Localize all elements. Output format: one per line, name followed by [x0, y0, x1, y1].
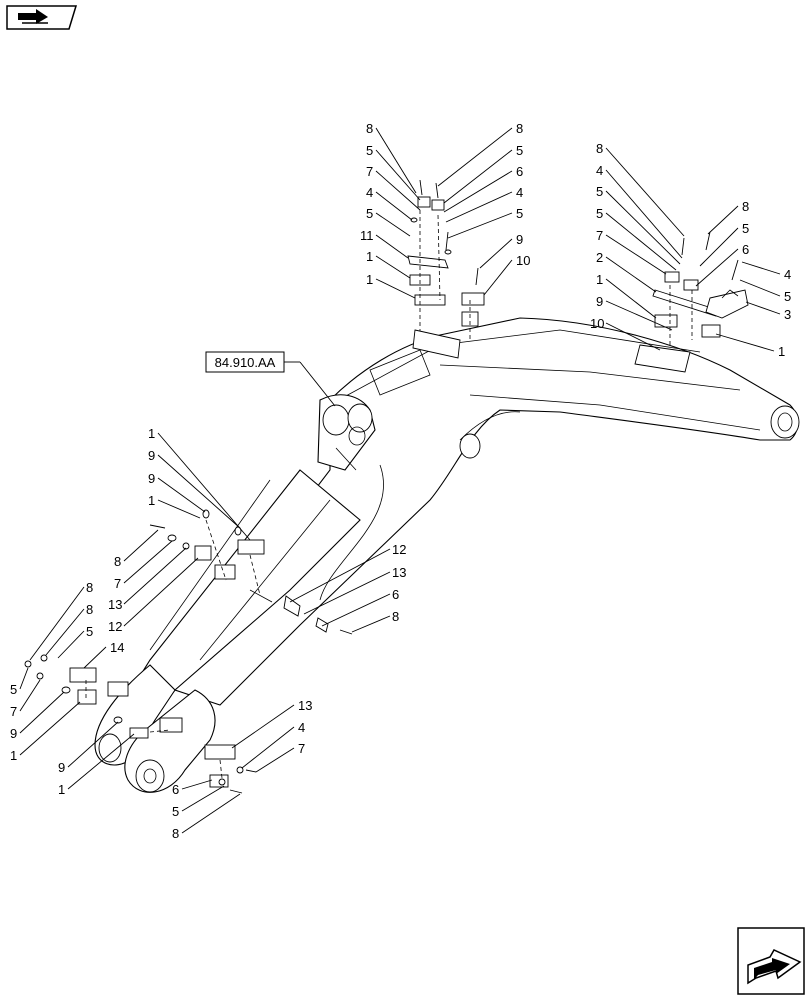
callout-label: 5: [366, 143, 373, 158]
callout-label: 13: [298, 698, 312, 713]
callout-label: 5: [742, 221, 749, 236]
callout-label: 1: [366, 249, 373, 264]
previous-page-icon[interactable]: [6, 5, 78, 30]
callout-label: 8: [516, 121, 523, 136]
callout-label: 8: [596, 141, 603, 156]
callout-label: 4: [596, 163, 603, 178]
callout-label: 2: [596, 250, 603, 265]
callout-label: 1: [148, 426, 155, 441]
callout-label: 7: [366, 164, 373, 179]
callout-label: 12: [392, 542, 406, 557]
callout-label: 5: [10, 682, 17, 697]
callout-label: 7: [298, 741, 305, 756]
clamp-assembly-top-right: [634, 231, 749, 373]
callout-label: 14: [110, 640, 124, 655]
callout-label: 9: [58, 760, 65, 775]
callout-label: 5: [596, 184, 603, 199]
callout-label: 4: [366, 185, 373, 200]
callout-label: 13: [108, 597, 122, 612]
boom-arm: [94, 317, 800, 793]
callout-label: 5: [596, 206, 603, 221]
callout-label: 8: [392, 609, 399, 624]
callout-label: 1: [10, 748, 17, 763]
callout-label: 6: [172, 782, 179, 797]
callout-label: 9: [148, 448, 155, 463]
callout-label: 1: [778, 344, 785, 359]
clamp-assembly-lower-center: [204, 744, 257, 794]
callout-label: 1: [148, 493, 155, 508]
callout-label: 11: [360, 228, 374, 243]
callout-label: 8: [114, 554, 121, 569]
clamp-assembly-top-center: [407, 179, 485, 359]
callout-label: 5: [784, 289, 791, 304]
callout-label: 9: [516, 232, 523, 247]
callout-label: 5: [516, 206, 523, 221]
callout-label: 8: [366, 121, 373, 136]
next-page-icon[interactable]: [737, 927, 805, 995]
callout-label: 6: [742, 242, 749, 257]
callout-label: 10: [516, 253, 530, 268]
callout-label: 1: [366, 272, 373, 287]
callout-label: 13: [392, 565, 406, 580]
callout-label: 1: [596, 272, 603, 287]
callout-label: 5: [172, 804, 179, 819]
callout-label: 5: [86, 624, 93, 639]
callout-label: 8: [86, 602, 93, 617]
callout-label: 7: [114, 576, 121, 591]
callout-label: 6: [392, 587, 399, 602]
callout-label: 5: [516, 143, 523, 158]
callout-label: 12: [108, 619, 122, 634]
callout-label: 1: [58, 782, 65, 797]
callout-label: 9: [148, 471, 155, 486]
callout-label: 3: [784, 307, 791, 322]
clamp-assembly-lower-left: [24, 654, 183, 739]
callout-label: 4: [298, 720, 305, 735]
reference-callout[interactable]: 84.910.AA: [205, 351, 336, 407]
callout-label: 4: [516, 185, 523, 200]
callout-label: 7: [596, 228, 603, 243]
clamp-assembly-mid-left: [149, 509, 353, 635]
callout-label: 8: [742, 199, 749, 214]
callout-label: 8: [172, 826, 179, 841]
callout-label: 5: [366, 206, 373, 221]
callouts: 8 5 7 4 5 11 1 1 8 5 6 4 5 9 10 8 4: [10, 121, 791, 841]
callout-label: 7: [10, 704, 17, 719]
callout-label: 9: [596, 294, 603, 309]
callout-label: 8: [86, 580, 93, 595]
callout-label: 9: [10, 726, 17, 741]
callout-label: 10: [590, 316, 604, 331]
callout-label: 6: [516, 164, 523, 179]
reference-label: 84.910.AA: [215, 355, 276, 370]
callout-label: 4: [784, 267, 791, 282]
